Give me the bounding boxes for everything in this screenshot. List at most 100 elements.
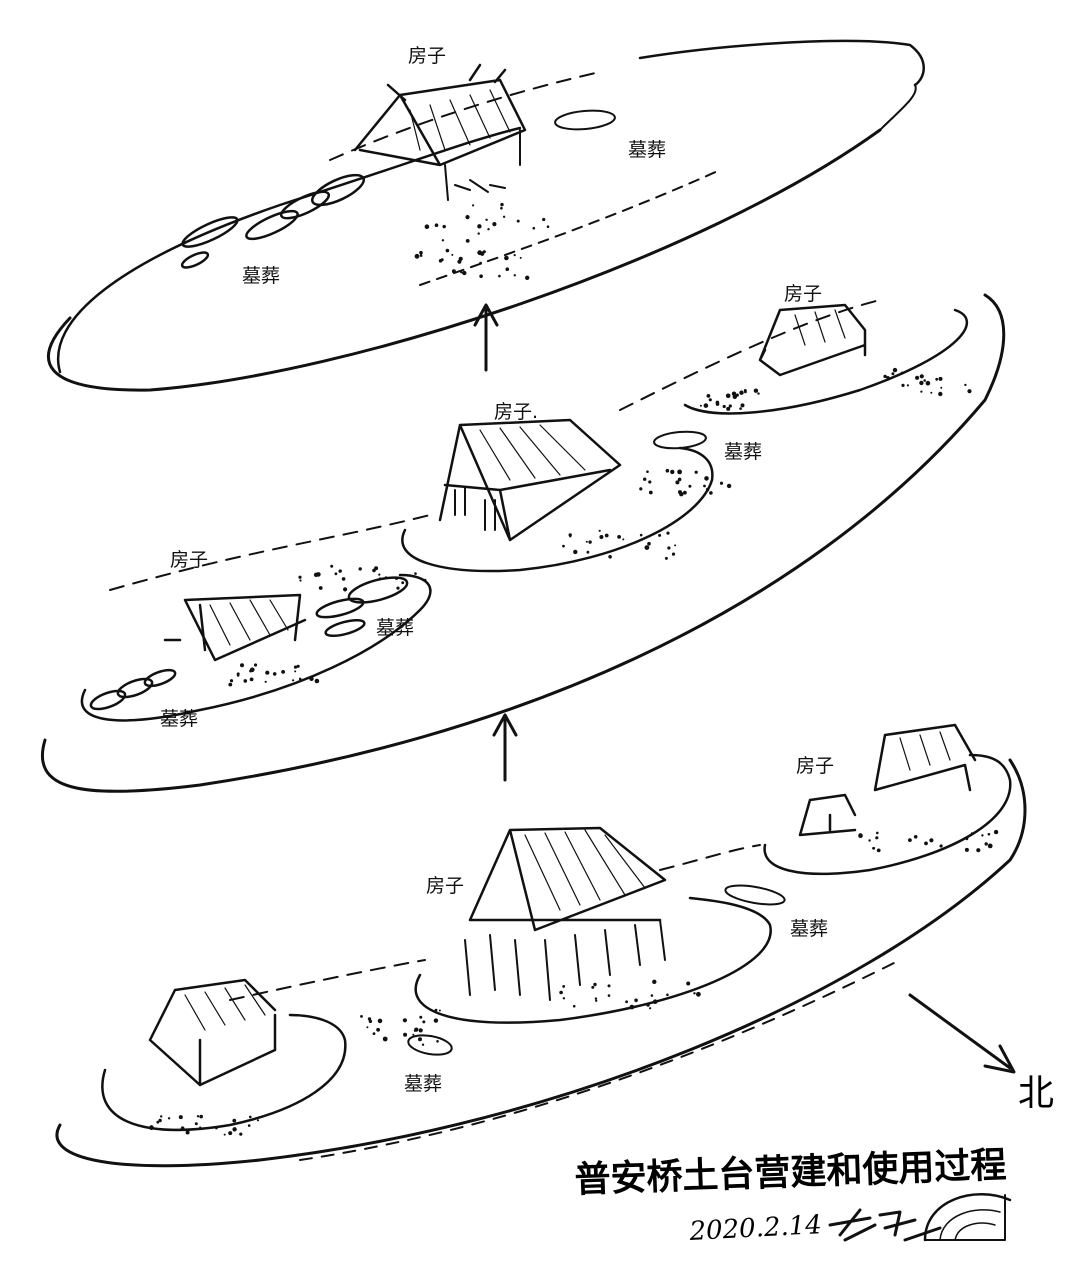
ground-dot xyxy=(883,374,887,379)
ground-dot xyxy=(906,384,910,387)
ground-dot xyxy=(607,984,611,988)
ground-dot xyxy=(451,253,454,256)
ground-dot xyxy=(671,552,676,556)
ground-dot xyxy=(858,833,863,838)
ground-dot xyxy=(693,992,696,995)
ground-dot xyxy=(705,487,710,492)
label-top-tomb-left: 墓葬 xyxy=(242,265,280,287)
top-graves xyxy=(180,109,616,269)
ground-dot xyxy=(194,1122,198,1126)
ground-dot xyxy=(683,490,687,495)
ground-dot xyxy=(919,374,924,379)
bot-house-center-sketch xyxy=(464,826,667,1001)
ground-dot xyxy=(180,1126,185,1130)
ground-dot xyxy=(984,842,988,846)
ground-dot xyxy=(588,540,592,544)
caption-date: 2020.2.14 xyxy=(688,1210,823,1247)
signature-icon xyxy=(828,1208,942,1242)
ground-dot xyxy=(622,538,625,541)
caption-title: 普安桥土台营建和使用过程 xyxy=(574,1144,1007,1201)
ground-dot xyxy=(249,1115,252,1119)
ground-dot xyxy=(586,550,590,554)
label-bot-tomb-left: 墓葬 xyxy=(404,1073,442,1095)
north-label: 北 xyxy=(1018,1073,1054,1114)
mid-house-center-sketch xyxy=(438,418,622,542)
ground-dot xyxy=(240,663,244,668)
ground-dot xyxy=(414,572,417,575)
ground-dot xyxy=(708,398,712,402)
ground-dot xyxy=(572,1004,576,1008)
ground-dot xyxy=(236,674,240,677)
ground-dot xyxy=(292,679,295,682)
stage-top: 房子 墓葬 墓葬 xyxy=(47,39,925,392)
ground-dot xyxy=(688,484,692,488)
ground-dot xyxy=(343,587,348,592)
ground-dot xyxy=(901,383,905,387)
ground-dot xyxy=(886,377,890,380)
top-house-sketch xyxy=(353,63,527,201)
ground-dot xyxy=(744,390,747,394)
ground-dot xyxy=(413,1029,416,1032)
ground-dot xyxy=(378,573,381,576)
ground-dot xyxy=(411,574,414,578)
ground-dot xyxy=(699,404,702,407)
ground-dot xyxy=(479,261,482,265)
label-top-house: 房子 xyxy=(408,45,446,67)
ground-dot xyxy=(532,226,536,230)
ground-dot xyxy=(607,994,611,997)
ground-dot xyxy=(930,391,933,394)
ground-dot xyxy=(648,480,652,484)
ground-dot xyxy=(664,556,668,560)
up-arrow-icon-2 xyxy=(492,713,518,782)
mid-graves xyxy=(89,430,707,711)
ground-dot xyxy=(722,404,726,409)
ground-dot xyxy=(160,1115,163,1118)
ground-dot xyxy=(604,533,609,538)
ground-dot xyxy=(694,470,698,474)
ground-dot xyxy=(477,232,480,235)
ground-dot xyxy=(243,679,248,683)
ground-dot xyxy=(892,367,898,373)
ground-dot xyxy=(715,400,720,405)
ground-dot xyxy=(739,407,742,410)
up-arrow-icon xyxy=(473,303,499,372)
ground-dot xyxy=(719,481,724,485)
ground-dot xyxy=(434,1008,438,1012)
ground-dot xyxy=(940,386,943,389)
ground-dot xyxy=(372,568,376,573)
ground-dot xyxy=(646,1003,650,1007)
ground-dot xyxy=(232,1127,237,1132)
ground-dot xyxy=(424,224,430,229)
ground-dot xyxy=(513,274,516,277)
ground-dot xyxy=(573,549,578,555)
ground-dot xyxy=(993,829,999,835)
ground-dot xyxy=(924,841,928,846)
ground-dot xyxy=(562,544,565,548)
ground-dot xyxy=(677,477,682,482)
ground-dot xyxy=(239,1132,243,1136)
ground-dot xyxy=(421,1043,425,1046)
mid-house-left-sketch xyxy=(163,593,307,662)
ground-dot xyxy=(562,985,566,988)
ground-dot xyxy=(382,1036,388,1042)
ground-dot xyxy=(987,843,993,849)
ground-dot xyxy=(338,569,342,573)
ground-dot xyxy=(377,1018,383,1024)
ground-dot xyxy=(402,1018,407,1023)
label-bot-house-center: 房子 xyxy=(426,875,464,897)
ground-dot xyxy=(674,544,677,547)
ground-dot xyxy=(646,470,649,474)
ground-dot xyxy=(525,275,530,280)
ground-dot xyxy=(396,586,400,590)
bot-house-right-sketch xyxy=(798,723,977,837)
ground-dot xyxy=(608,555,612,559)
ground-dot xyxy=(643,477,647,481)
ground-dot xyxy=(591,985,595,989)
ground-dot xyxy=(412,1033,415,1036)
ground-dot xyxy=(559,990,563,995)
ground-dot xyxy=(709,491,713,495)
ground-dot xyxy=(487,228,490,231)
ground-dot xyxy=(739,390,744,395)
ground-dot xyxy=(987,832,991,836)
